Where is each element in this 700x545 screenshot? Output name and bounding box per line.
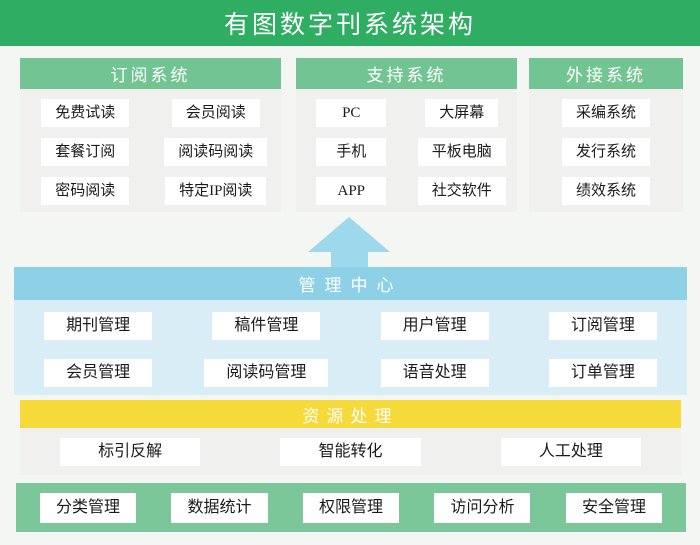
module-box: 绩效系统 (561, 177, 650, 205)
module-box: 订单管理 (548, 358, 657, 387)
panel-support-system: 支持系统 PC 大屏幕 手机 平板电脑 APP 社交软件 (296, 58, 517, 212)
panel-external-header: 外接系统 (529, 58, 683, 89)
module-box: 免费试读 (41, 99, 130, 127)
page-title: 有图数字刊系统架构 (223, 11, 476, 39)
module-box: 发行系统 (561, 138, 650, 166)
module-box: 稿件管理 (212, 312, 321, 340)
panel-support-header: 支持系统 (296, 58, 517, 89)
panel-external-system: 外接系统 采编系统 发行系统 绩效系统 (529, 58, 683, 212)
module-box: 数据统计 (171, 492, 268, 523)
module-box: 智能转化 (280, 438, 421, 466)
management-center-body: 期刊管理 稿件管理 用户管理 订阅管理 会员管理 阅读码管理 语音处理 订单管理 (14, 300, 687, 395)
module-box: 采编系统 (561, 99, 650, 127)
panel-subscription-body: 免费试读 会员阅读 套餐订阅 阅读码阅读 密码阅读 特定IP阅读 (20, 89, 281, 205)
module-box: 期刊管理 (44, 312, 153, 340)
module-box: 阅读码管理 (204, 358, 329, 387)
module-box: 社交软件 (417, 177, 506, 205)
up-arrow-icon (308, 217, 390, 268)
title-bar: 有图数字刊系统架构 (0, 0, 700, 46)
management-center-section: 管理中心 期刊管理 稿件管理 用户管理 订阅管理 会员管理 阅读码管理 语音处理… (14, 267, 687, 395)
module-box: 用户管理 (380, 312, 489, 340)
panel-support-body: PC 大屏幕 手机 平板电脑 APP 社交软件 (296, 89, 517, 205)
module-box: 权限管理 (302, 492, 399, 523)
module-box: 分类管理 (40, 492, 137, 523)
module-box: 会员阅读 (171, 99, 260, 127)
module-box: 人工处理 (500, 438, 641, 466)
module-box: 手机 (316, 138, 387, 166)
module-box: APP (316, 177, 387, 205)
management-center-header: 管理中心 (14, 267, 687, 300)
bottom-modules-bar: 分类管理 数据统计 权限管理 访问分析 安全管理 (16, 483, 686, 532)
module-box: 大屏幕 (425, 99, 499, 127)
resource-processing-header: 资源处理 (20, 400, 681, 428)
module-box: 访问分析 (434, 492, 531, 523)
module-box: 订阅管理 (548, 312, 657, 340)
module-box: 密码阅读 (41, 177, 130, 205)
panel-subscription-system: 订阅系统 免费试读 会员阅读 套餐订阅 阅读码阅读 密码阅读 特定IP阅读 (20, 58, 281, 212)
panel-external-body: 采编系统 发行系统 绩效系统 (529, 89, 683, 205)
module-box: 安全管理 (565, 492, 662, 523)
module-box: 标引反解 (60, 438, 201, 466)
resource-processing-section: 资源处理 标引反解 智能转化 人工处理 (20, 400, 681, 475)
module-box: 平板电脑 (417, 138, 506, 166)
module-box: 会员管理 (44, 358, 153, 387)
module-box: PC (316, 99, 387, 127)
panel-subscription-header: 订阅系统 (20, 58, 281, 89)
module-box: 套餐订阅 (41, 138, 130, 166)
module-box: 阅读码阅读 (164, 138, 268, 166)
module-box: 语音处理 (380, 358, 489, 387)
resource-processing-body: 标引反解 智能转化 人工处理 (20, 428, 681, 475)
module-box: 特定IP阅读 (165, 177, 267, 205)
